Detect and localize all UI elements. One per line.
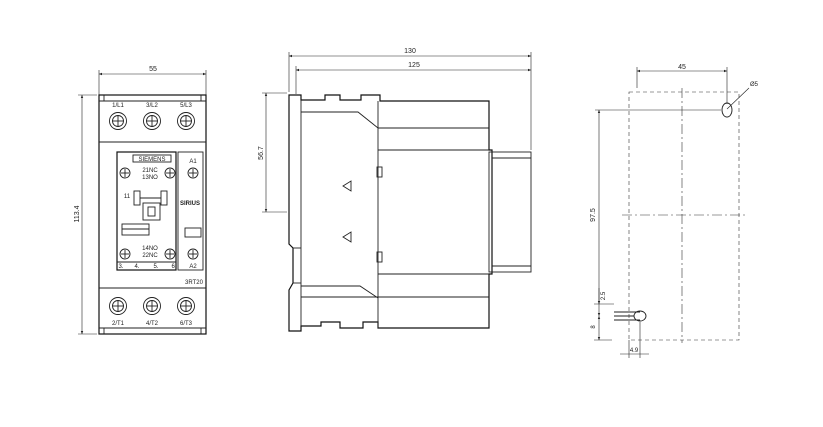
product-name: SIRIUS (180, 201, 200, 207)
aux-side-label-6: 6. (171, 264, 176, 270)
terminal-label-2-t1: 2/T1 (112, 321, 125, 327)
terminal-screw-bottom-1 (109, 297, 127, 315)
aux-position-label: 11 (124, 194, 131, 200)
mounting-hole-bottom (633, 310, 647, 322)
small-dim-c: 4.9 (630, 348, 639, 354)
terminal-screw-bottom-3 (177, 297, 195, 315)
aux-label-21nc: 21NC (142, 168, 158, 174)
aux-label-13no: 13NO (142, 175, 158, 181)
front-cover-profile (488, 151, 532, 273)
front-height-dim: 113.4 (74, 205, 81, 222)
mounting-view: 45 Ø5 97.5 2.5 8 4.9 (590, 64, 759, 358)
hole-spacing-h-dim: 45 (678, 64, 686, 71)
brand-label: SIEMENS (138, 157, 165, 163)
coil-label-a1: A1 (189, 159, 197, 165)
terminal-screw-top-2 (143, 112, 161, 130)
terminal-label-1-l1: 1/L1 (112, 103, 124, 109)
terminal-label-4-t2: 4/T2 (146, 321, 159, 327)
aux-row-label-4: 4. (134, 264, 139, 270)
footprint-outline (628, 91, 740, 341)
terminal-screw-bottom-2 (143, 297, 161, 315)
mounting-hole-top (721, 102, 733, 118)
terminal-label-3-l2: 3/L2 (146, 103, 158, 109)
front-housing-outline (98, 94, 207, 335)
terminal-label-5-l3: 5/L3 (180, 103, 192, 109)
model-label: 3RT20 (185, 280, 204, 286)
terminal-label-6-t3: 6/T3 (180, 321, 193, 327)
side-body-outline (288, 94, 493, 332)
plunger-window (142, 202, 161, 221)
front-width-dim: 55 (149, 66, 157, 73)
small-dim-b: 8 (591, 325, 597, 329)
side-view: 130 125 56.7 (258, 48, 532, 332)
aux-label-22nc: 22NC (142, 253, 158, 259)
brand-plate (132, 154, 172, 163)
aux-row-label-5: 5. (153, 264, 158, 270)
terminal-screw-top-3 (177, 112, 195, 130)
terminal-screw-top-1 (109, 112, 127, 130)
aux-row-label-3: 3. (118, 264, 123, 270)
side-body-dim: 125 (408, 62, 420, 69)
side-overall-dim: 130 (404, 48, 416, 55)
front-view: 55 113.4 1/L1 3/L2 5/L3 (74, 66, 207, 335)
hole-diameter-label: Ø5 (750, 82, 759, 88)
coil-label-a2: A2 (189, 264, 197, 270)
aux-contact-block (116, 151, 177, 271)
hole-spacing-v-dim: 97.5 (590, 208, 597, 222)
side-height-dim: 56.7 (258, 146, 265, 160)
small-dim-a: 2.5 (601, 291, 607, 300)
aux-label-14no: 14NO (142, 246, 158, 252)
coil-terminal-block (177, 151, 204, 271)
